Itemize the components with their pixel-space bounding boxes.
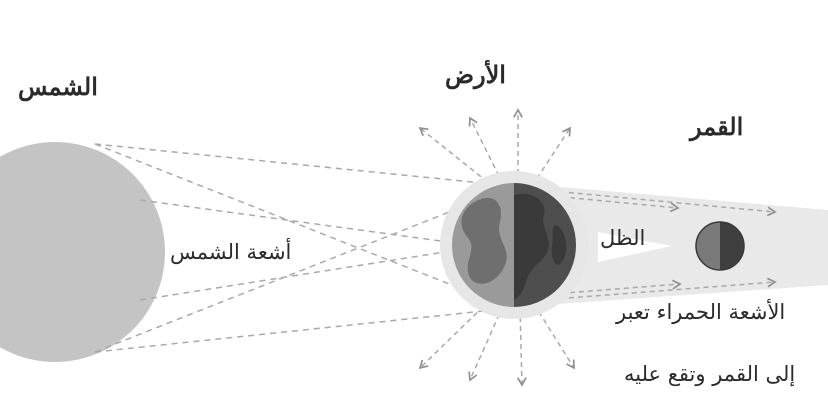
sun-circle: [0, 142, 165, 362]
sun-ray: [95, 308, 512, 352]
earth-label: الأرض: [445, 60, 506, 89]
sun-ray: [95, 144, 512, 186]
shadow-label: الظل: [600, 226, 645, 250]
refracted-ray-arrow: [520, 308, 522, 385]
red-rays-caption-line2: إلى القمر وتقع عليه: [624, 362, 795, 386]
sun-rays-label: أشعة الشمس: [170, 240, 291, 264]
red-rays-caption-line1: الأشعة الحمراء تعبر: [616, 300, 785, 324]
earth: [452, 183, 576, 307]
sun-ray: [140, 200, 470, 245]
moon-label: القمر: [690, 112, 743, 141]
sun-label: الشمس: [18, 72, 98, 101]
